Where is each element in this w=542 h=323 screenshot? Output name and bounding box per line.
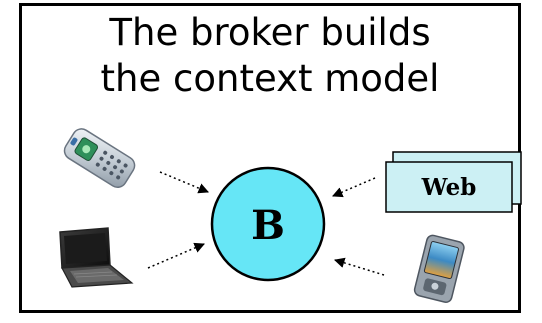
arrow-web-to-broker	[332, 177, 376, 198]
pda-icon	[413, 234, 465, 303]
mobile-phone-icon	[63, 128, 136, 188]
web-source-icon: Web	[385, 151, 522, 213]
slide-title: The broker builds the context model	[19, 10, 521, 102]
title-line-2: the context model	[100, 57, 440, 100]
broker-node: B	[210, 166, 326, 282]
web-label: Web	[421, 174, 477, 201]
arrow-laptop-to-broker	[147, 242, 205, 269]
context-arrows	[147, 171, 385, 276]
broker-label: B	[251, 202, 285, 249]
arrow-pda-to-broker	[333, 257, 385, 276]
title-line-1: The broker builds	[109, 11, 431, 54]
arrow-phone-to-broker	[159, 171, 209, 194]
laptop-icon	[59, 227, 134, 288]
